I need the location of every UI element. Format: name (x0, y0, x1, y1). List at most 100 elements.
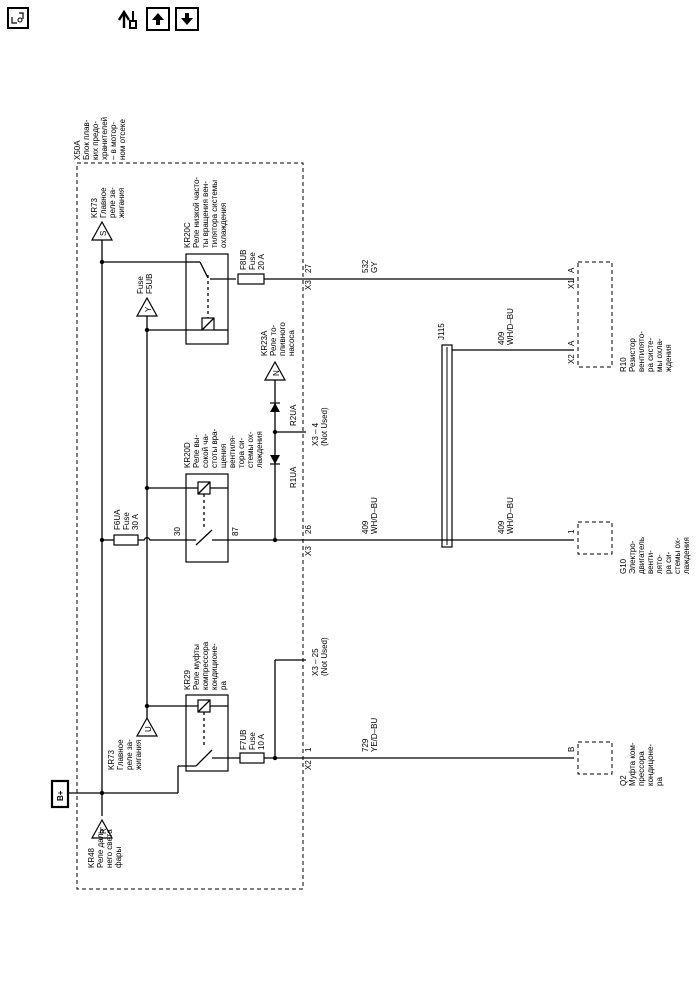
svg-text:Fuse: Fuse (136, 276, 145, 294)
svg-text:тора си-: тора си- (237, 437, 246, 468)
svg-text:409: 409 (497, 331, 506, 345)
svg-text:ких предо-: ких предо- (91, 121, 100, 160)
power-source-box (50, 779, 70, 809)
kr20d-pin87: 87 (231, 527, 240, 536)
svg-text:A: A (567, 267, 576, 273)
connector-x3-4: X3 – 4 (Not Used) (311, 407, 329, 446)
svg-text:R: R (99, 828, 108, 834)
svg-text:мы охла-: мы охла- (655, 338, 664, 372)
svg-text:F8UB: F8UB (239, 250, 248, 270)
svg-text:пливного: пливного (278, 322, 287, 356)
svg-text:Реле даль-: Реле даль- (96, 827, 105, 868)
svg-text:Реле вы-: Реле вы- (192, 434, 201, 468)
diode-r2ua-label: R2UA (289, 404, 298, 426)
svg-text:KR20C: KR20C (183, 222, 192, 248)
svg-text:10 A: 10 A (257, 733, 266, 750)
svg-text:409: 409 (361, 520, 370, 534)
svg-text:20 A: 20 A (257, 253, 266, 270)
svg-text:Главное: Главное (116, 739, 125, 770)
kr20c-label: KR20C Реле низкой часто- ты вращения вен… (183, 177, 228, 248)
connector-x3-27: X3 (304, 280, 313, 290)
svg-text:WH/D–BU: WH/D–BU (370, 497, 379, 534)
svg-text:охлаждения: охлаждения (219, 203, 228, 248)
svg-text:J115: J115 (437, 323, 446, 340)
power-label: B+ (56, 790, 65, 801)
r10-conn2: X2 (567, 354, 576, 364)
diode-r1ua (270, 455, 280, 465)
svg-text:сокой ча-: сокой ча- (201, 433, 210, 468)
svg-text:кондицоне-: кондицоне- (646, 744, 655, 786)
svg-text:ном отсеке: ном отсеке (118, 119, 127, 160)
svg-text:Главное: Главное (99, 187, 108, 218)
svg-text:Q2: Q2 (619, 775, 628, 786)
svg-text:26: 26 (304, 525, 313, 534)
svg-text:G10: G10 (619, 558, 628, 574)
connector-x2-1: X2 (304, 760, 313, 770)
svg-text:R10: R10 (619, 357, 628, 372)
kr20c-relay (102, 253, 236, 345)
r10-conn1: X1 (567, 279, 576, 289)
svg-text:Реле то-: Реле то- (269, 324, 278, 356)
svg-text:30 A: 30 A (131, 513, 140, 530)
svg-text:X3: X3 (304, 280, 313, 290)
svg-text:KR29: KR29 (183, 669, 192, 690)
svg-text:F5UB: F5UB (145, 274, 154, 294)
svg-text:стемы ох-: стемы ох- (246, 431, 255, 468)
toolbar (0, 0, 700, 40)
fuse-f7ub-label: F7UB Fuse 10 A (239, 730, 266, 750)
svg-text:прессора: прессора (637, 751, 646, 786)
g10-label: G10 Электро- двигатель венти- лято- ра с… (619, 537, 691, 574)
svg-text:S: S (99, 231, 108, 236)
diode-r1ua-label: R1UA (289, 466, 298, 488)
svg-text:WH/D–BU: WH/D–BU (506, 308, 515, 345)
svg-text:Fuse: Fuse (248, 252, 257, 270)
arrow-up-icon[interactable] (146, 7, 170, 31)
r10-component (577, 261, 613, 368)
svg-text:ждения: ждения (664, 344, 673, 372)
svg-text:KR73: KR73 (90, 197, 99, 218)
svg-text:27: 27 (304, 264, 313, 273)
svg-text:кондиционе-: кондиционе- (210, 643, 219, 690)
r10-pin2: A (567, 340, 576, 346)
wire-409a-label: 409 WH/D–BU (497, 308, 515, 345)
fuse-block-label: X50A Блок плав- ких предо- хранителей – … (73, 117, 127, 160)
wire-409c-label: 409 WH/D–BU (497, 497, 515, 534)
kr48-marker: R (90, 818, 114, 839)
fuse-f6ua (113, 534, 139, 546)
svg-text:стемы ох-: стемы ох- (673, 537, 682, 574)
svg-text:Fuse: Fuse (248, 732, 257, 750)
svg-text:Блок плав-: Блок плав- (82, 119, 91, 160)
locator-icon[interactable] (7, 7, 29, 29)
svg-text:KR23A: KR23A (260, 330, 269, 356)
fuse-f8ub-label: F8UB Fuse 20 A (239, 250, 266, 270)
svg-text:лаждения: лаждения (255, 431, 264, 468)
junction-dot (99, 790, 105, 796)
kr73-bottom-marker: U (135, 710, 159, 737)
arrow-down-icon[interactable] (175, 7, 199, 31)
fuse-y-label: Fuse F5UB (136, 274, 154, 294)
svg-text:(Not Used): (Not Used) (320, 407, 329, 446)
svg-text:него света: него света (105, 829, 114, 868)
svg-text:фары: фары (114, 847, 123, 868)
connector-wrench-icon[interactable] (115, 6, 141, 32)
svg-text:двигатель: двигатель (637, 537, 646, 574)
svg-text:(Not Used): (Not Used) (320, 637, 329, 676)
kr23a-marker: N (263, 360, 287, 540)
svg-text:B: B (567, 747, 576, 752)
svg-text:X1: X1 (567, 279, 576, 289)
svg-text:венти-: венти- (646, 550, 655, 574)
svg-text:жигания: жигания (134, 740, 143, 770)
junction-dot (144, 327, 150, 333)
svg-text:GY: GY (370, 261, 379, 273)
fuse-f6ua-label: F6UA Fuse 30 A (113, 509, 140, 530)
svg-text:ты вращения вен-: ты вращения вен- (201, 181, 210, 248)
g10-pin: 1 (567, 529, 576, 534)
fuse-y-marker: Y (135, 296, 159, 330)
r10-pin1: A (567, 267, 576, 273)
svg-text:X3 – 4: X3 – 4 (311, 422, 320, 446)
fuse-f8ub (237, 273, 265, 285)
svg-text:YE/D–BU: YE/D–BU (370, 718, 379, 752)
svg-text:A: A (567, 340, 576, 346)
svg-text:Реле низкой часто-: Реле низкой часто- (192, 177, 201, 248)
svg-text:Реле муфты: Реле муфты (192, 644, 201, 690)
